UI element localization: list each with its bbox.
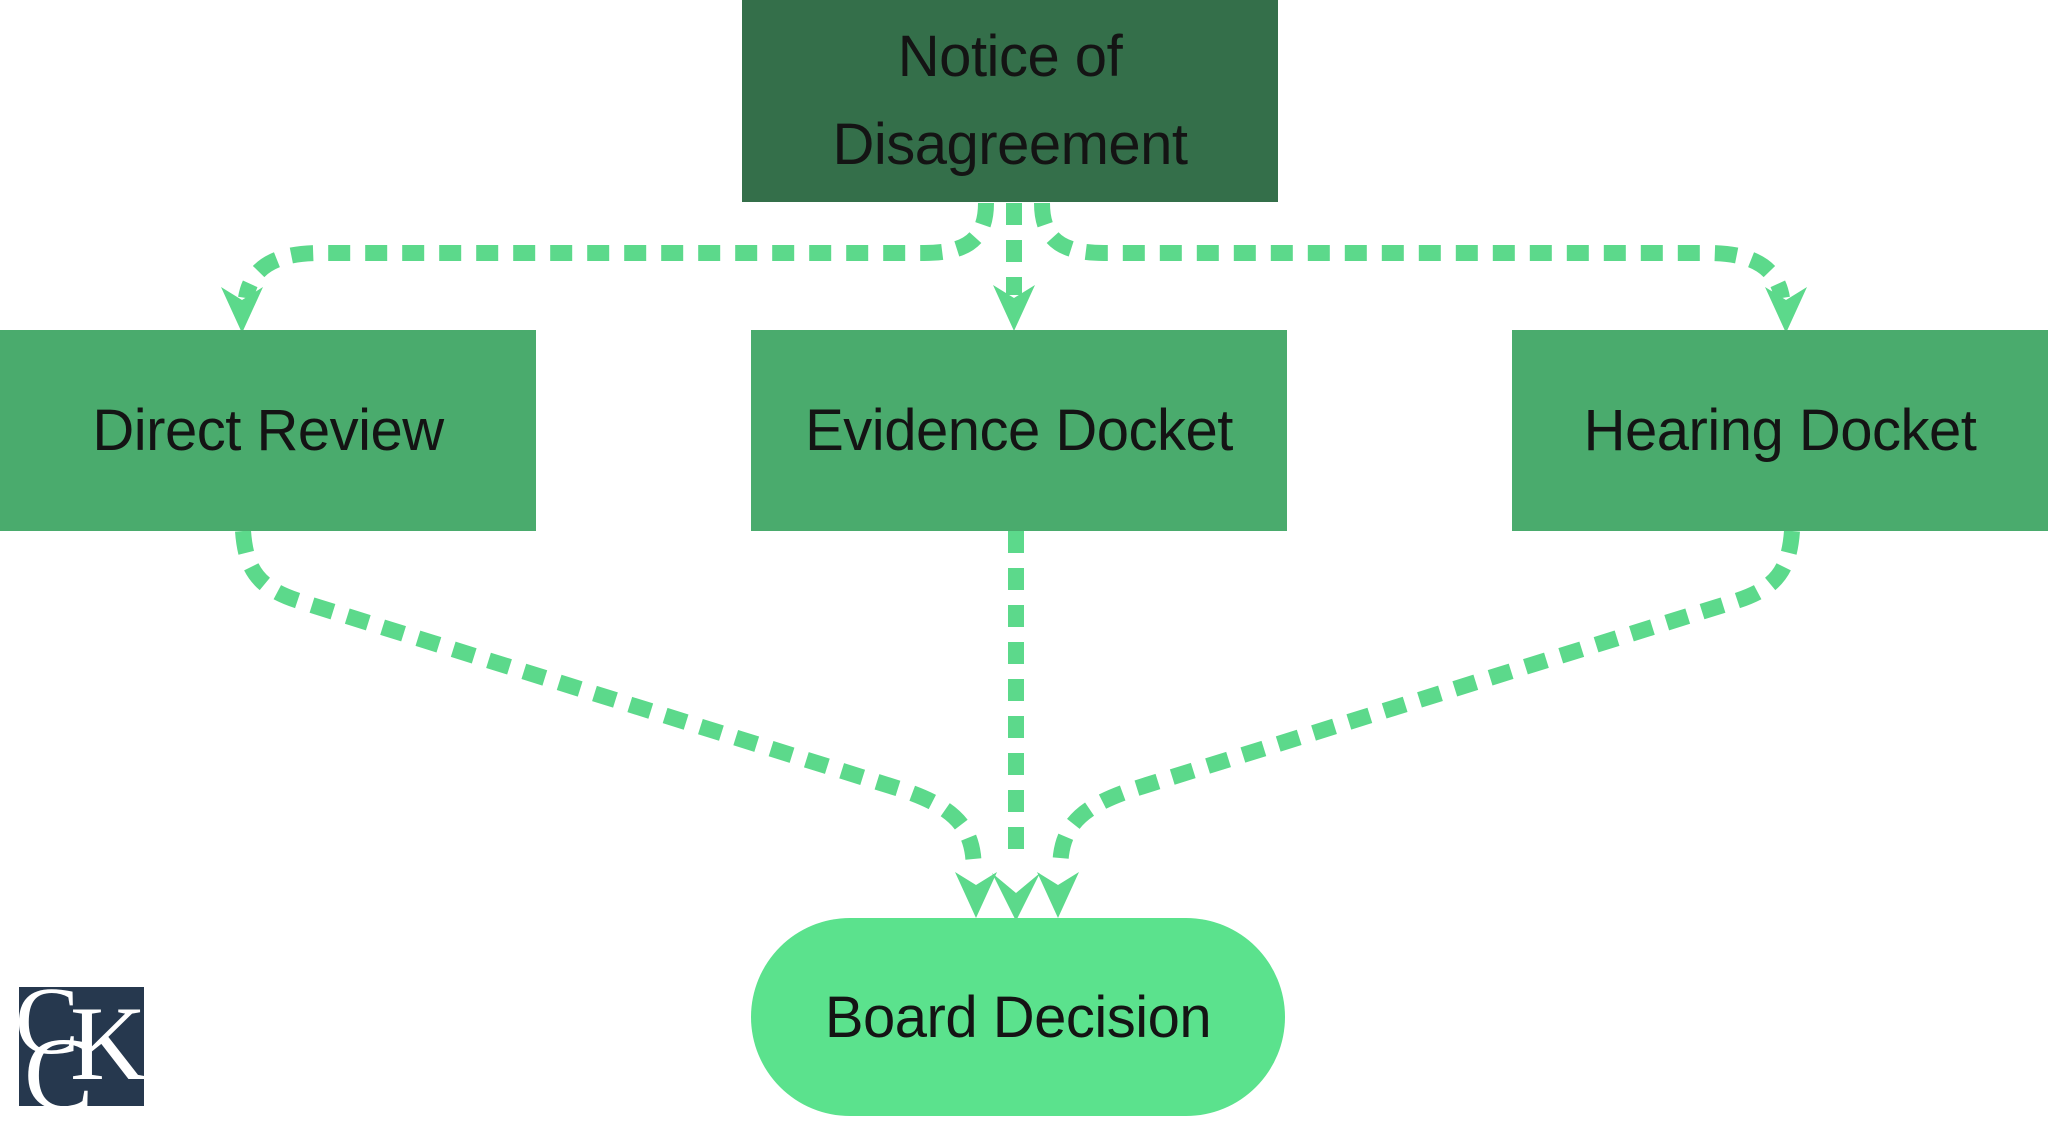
node-label: Board Decision xyxy=(824,984,1212,1050)
node-label-line2: Disagreement xyxy=(832,112,1188,177)
logo-letter-c1: C xyxy=(15,967,80,1074)
arrow-notice-to-hearing-docket xyxy=(1034,202,1807,333)
node-label: Hearing Docket xyxy=(1583,398,1977,463)
node-direct-review: Direct Review xyxy=(0,330,536,531)
node-hearing-docket: Hearing Docket xyxy=(1512,330,2048,531)
node-label: Notice of Disagreement xyxy=(832,13,1188,189)
arrow-notice-to-evidence-docket xyxy=(993,203,1035,331)
node-label: Evidence Docket xyxy=(805,398,1233,463)
arrow-evidence-docket-to-board-decision xyxy=(992,531,1040,921)
node-evidence-docket: Evidence Docket xyxy=(751,330,1287,531)
node-label: Direct Review xyxy=(92,398,444,463)
cck-logo: C C K xyxy=(15,973,147,1123)
arrow-notice-to-direct-review xyxy=(221,202,994,333)
node-notice-of-disagreement: Notice of Disagreement xyxy=(742,0,1278,202)
node-label-line1: Notice of xyxy=(897,24,1123,89)
node-board-decision: Board Decision xyxy=(751,918,1285,1116)
arrow-direct-review-to-board-decision xyxy=(235,530,997,918)
logo-letter-c2: C xyxy=(24,1017,94,1123)
arrow-hearing-docket-to-board-decision xyxy=(1037,530,1800,918)
logo-letter-k: K xyxy=(70,985,147,1102)
